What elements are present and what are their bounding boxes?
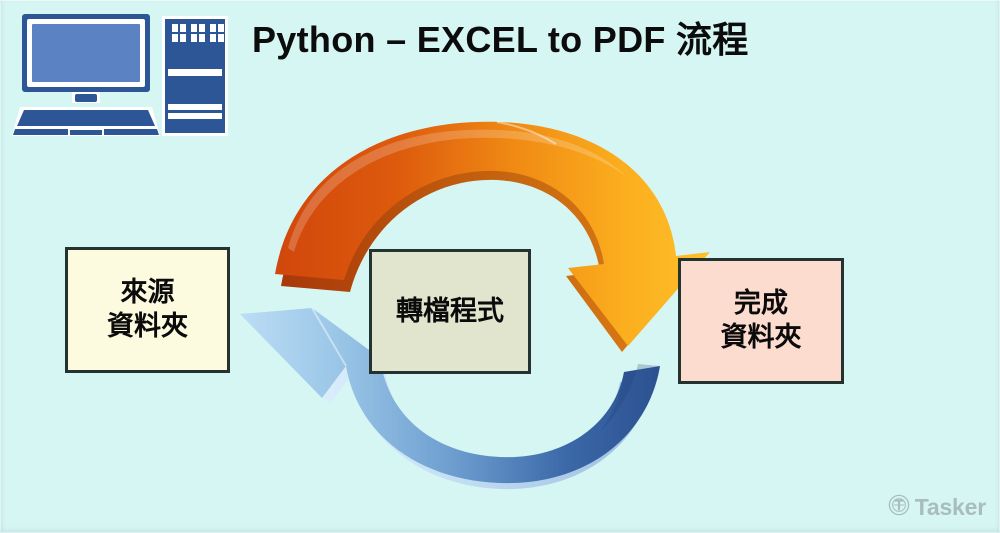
tasker-logo-icon bbox=[888, 494, 910, 521]
done-folder-line1: 完成 bbox=[734, 288, 788, 319]
conversion-program-box[interactable]: 轉檔程式 bbox=[369, 249, 531, 374]
orange-curved-arrow bbox=[275, 121, 710, 352]
source-folder-box[interactable]: 來源 資料夾 bbox=[65, 247, 230, 373]
blue-curved-arrow bbox=[240, 307, 660, 490]
source-folder-line2: 資料夾 bbox=[107, 311, 188, 341]
done-folder-box[interactable]: 完成 資料夾 bbox=[678, 258, 844, 384]
conversion-program-line1: 轉檔程式 bbox=[396, 295, 504, 326]
source-folder-line1: 來源 bbox=[120, 277, 175, 308]
done-folder-line2: 資料夾 bbox=[720, 322, 802, 352]
desktop-computer-icon bbox=[10, 8, 242, 140]
watermark-label: Tasker bbox=[914, 494, 986, 520]
page-title: Python – EXCEL to PDF 流程 bbox=[252, 19, 749, 60]
watermark: Tasker bbox=[888, 494, 986, 521]
